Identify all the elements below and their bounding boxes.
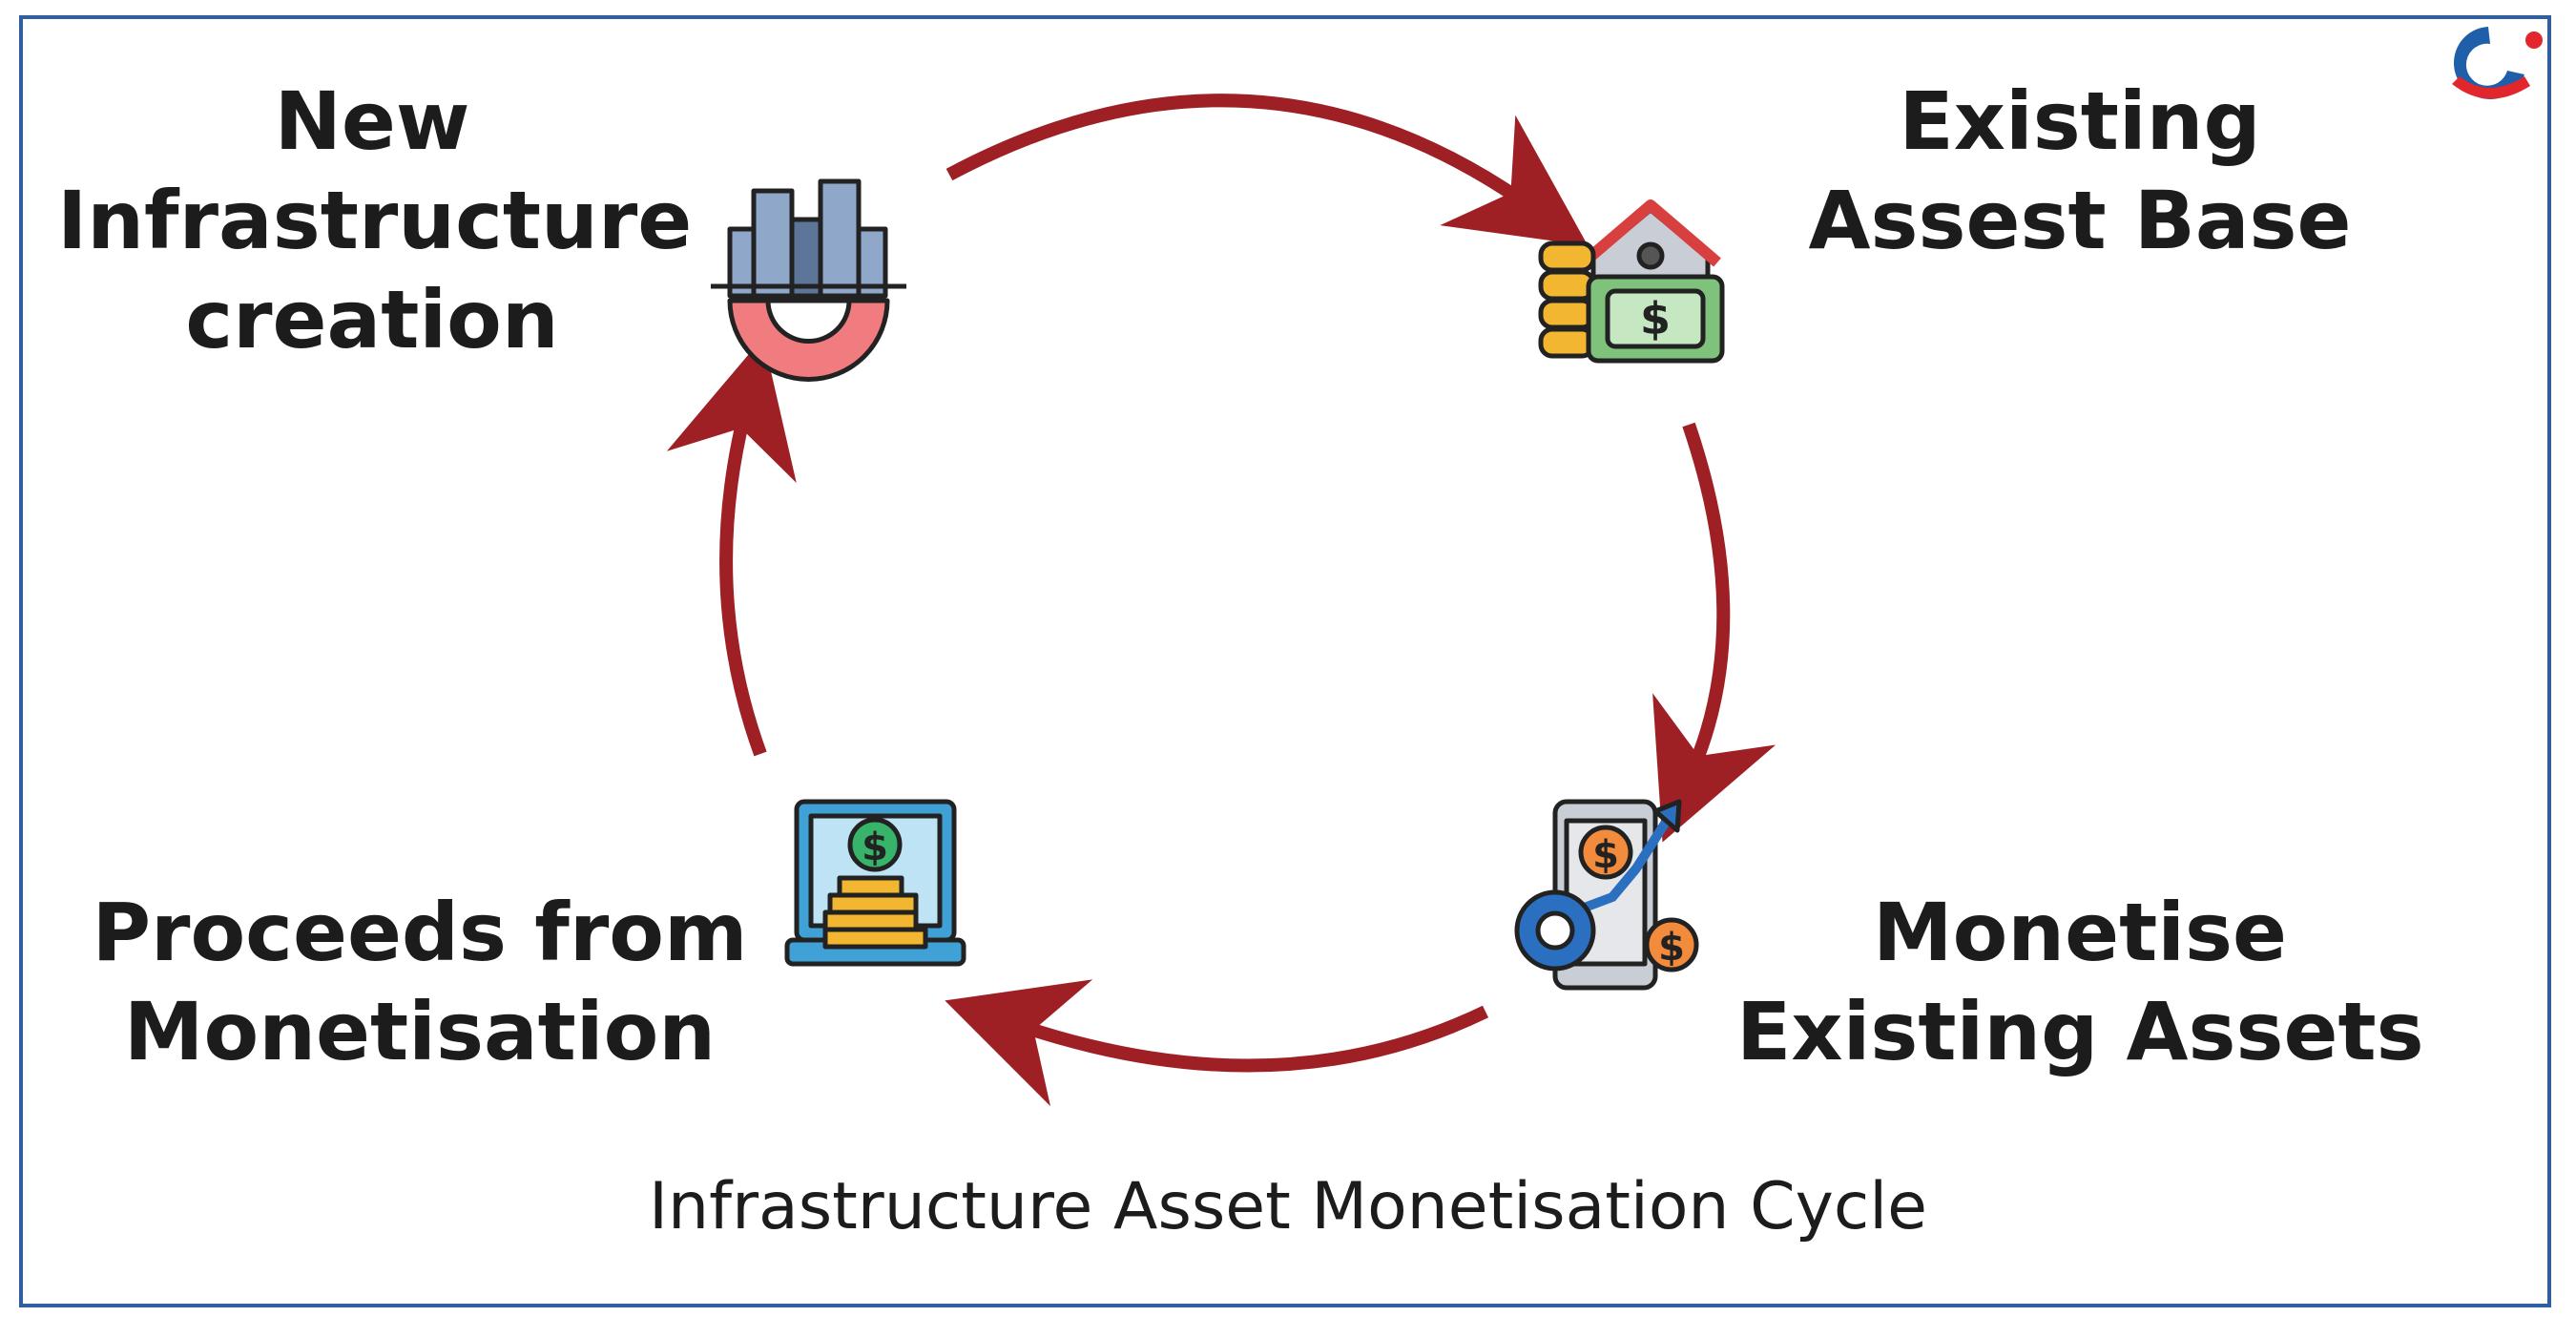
label-line: Proceeds from bbox=[92, 886, 748, 979]
arrow-proceeds-to-new bbox=[666, 337, 797, 757]
label-new-infrastructure: New Infrastructure creation bbox=[57, 72, 693, 369]
label-line: Monetisation bbox=[123, 985, 717, 1078]
diagram-caption: Infrastructure Asset Monetisation Cycle bbox=[649, 1169, 1927, 1244]
arrow-monetise-to-proceeds bbox=[945, 979, 1489, 1107]
label-line: Existing Assets bbox=[1736, 985, 2424, 1078]
city-gear-icon bbox=[711, 178, 906, 382]
diagram-frame bbox=[19, 15, 2551, 1307]
house-money-icon: $ bbox=[1538, 199, 1725, 364]
phone-growth-icon: $ $ bbox=[1514, 799, 1699, 991]
label-line: New bbox=[274, 74, 470, 168]
svg-text:$: $ bbox=[1640, 293, 1671, 345]
label-line: Monetise bbox=[1873, 886, 2287, 979]
svg-text:$: $ bbox=[1658, 926, 1685, 970]
arrow-new-to-existing bbox=[945, 94, 1589, 246]
label-line: creation bbox=[185, 273, 559, 366]
label-line: Infrastructure bbox=[57, 174, 693, 267]
laptop-coins-icon: $ bbox=[784, 799, 966, 967]
label-line: Existing bbox=[1899, 74, 2261, 168]
label-monetise-existing-assets: Monetise Existing Assets bbox=[1736, 883, 2424, 1081]
arrow-existing-to-monetise bbox=[1652, 422, 1776, 843]
svg-text:$: $ bbox=[1592, 833, 1619, 877]
label-existing-asset-base: Existing Assest Base bbox=[1794, 72, 2366, 270]
label-line: Assest Base bbox=[1808, 174, 2352, 267]
label-proceeds-from-monetisation: Proceeds from Monetisation bbox=[86, 883, 754, 1081]
brand-logo bbox=[2452, 27, 2543, 99]
svg-text:$: $ bbox=[862, 826, 888, 869]
